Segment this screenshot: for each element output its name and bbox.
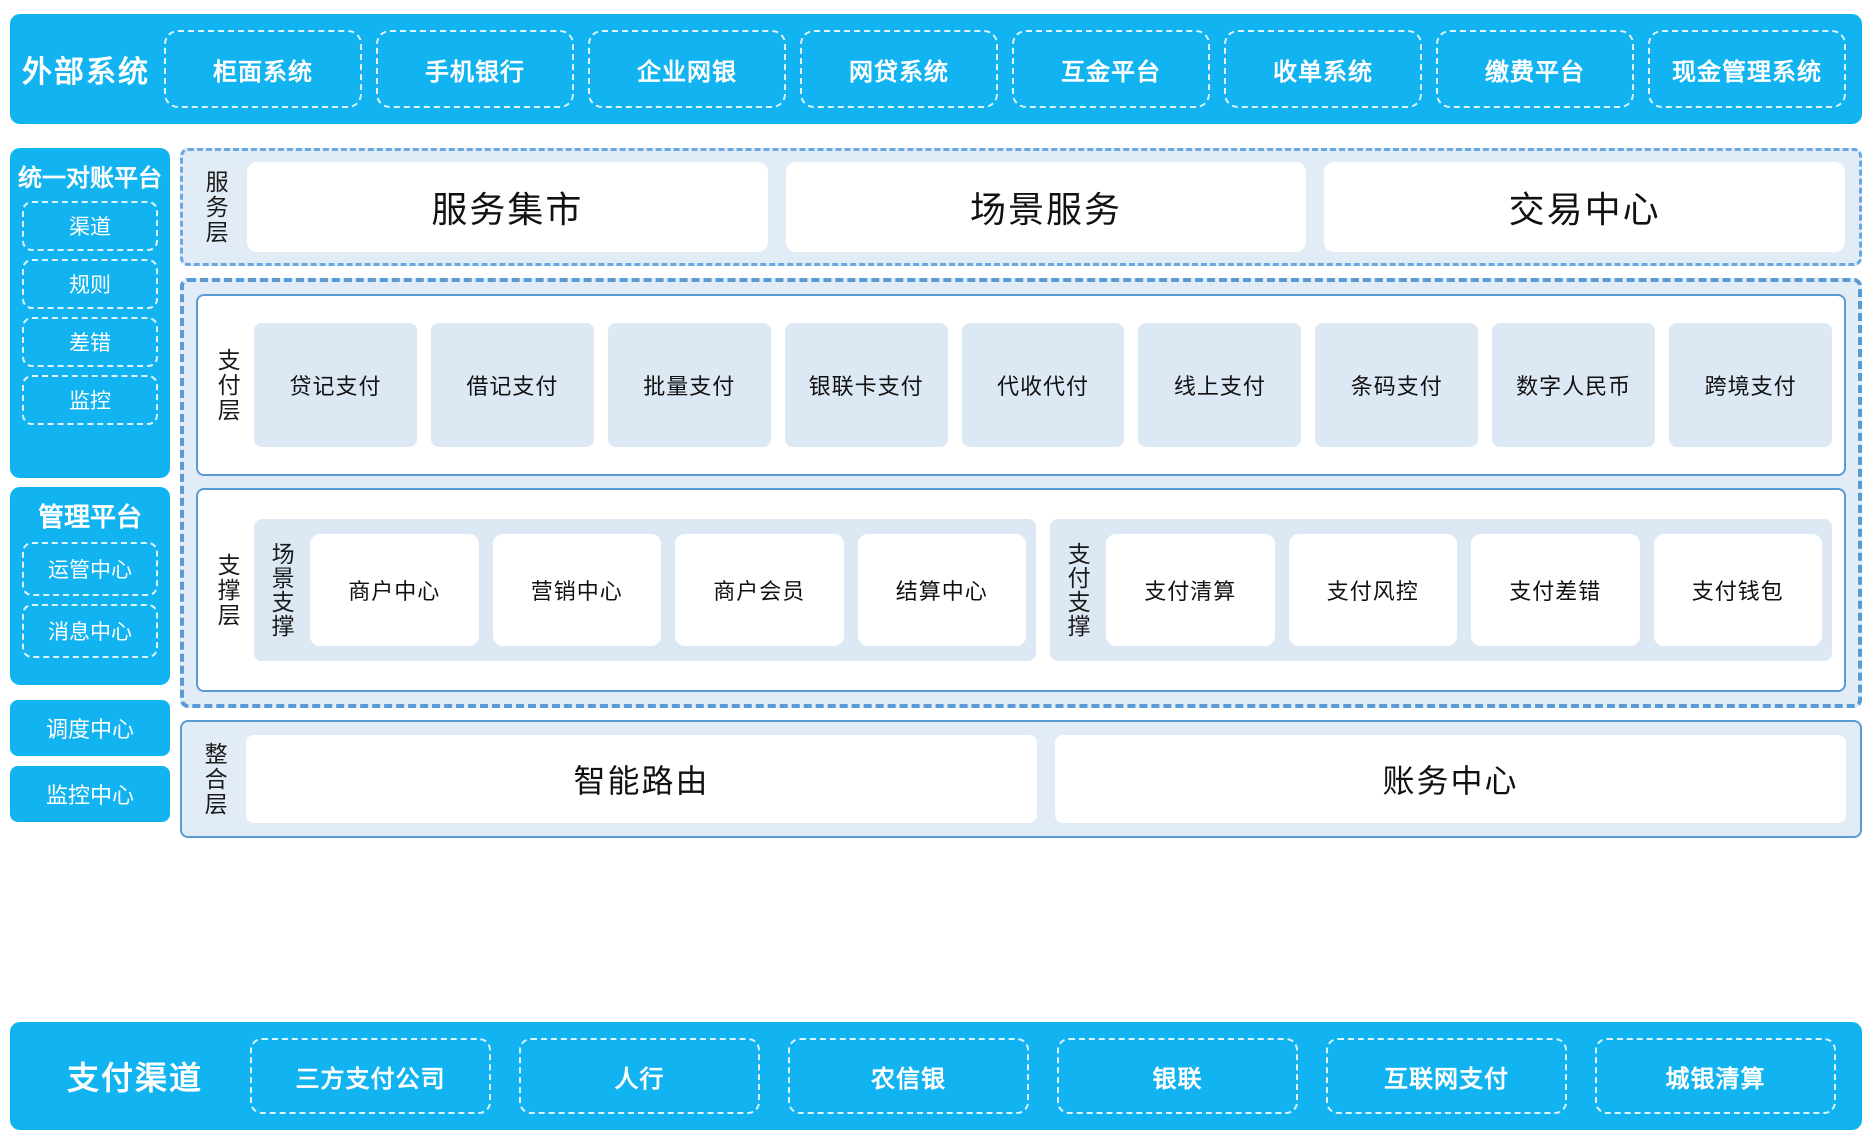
- pay-item-collection-payment[interactable]: 代收代付: [961, 323, 1125, 447]
- external-systems-items: 柜面系统 手机银行 企业网银 网贷系统 互金平台 收单系统 缴费平台 现金管理系…: [156, 14, 1862, 124]
- management-platform-card: 管理平台 运管中心 消息中心: [10, 487, 170, 685]
- payment-channel-items: 三方支付公司 人行 农信银 银联 互联网支付 城银清算: [250, 1022, 1862, 1130]
- support-item-marketing-center[interactable]: 营销中心: [492, 534, 661, 646]
- support-item-merchant-center[interactable]: 商户中心: [310, 534, 479, 646]
- service-layer-panel: 服务层 服务集市 场景服务 交易中心: [180, 148, 1862, 266]
- service-market-card[interactable]: 服务集市: [247, 162, 768, 252]
- service-layer-label: 服务层: [202, 169, 229, 245]
- channel-third-party-payment[interactable]: 三方支付公司: [250, 1038, 491, 1114]
- scheduling-center-card[interactable]: 调度中心: [10, 700, 170, 756]
- channel-internet-payment[interactable]: 互联网支付: [1326, 1038, 1567, 1114]
- external-system-acquiring[interactable]: 收单系统: [1224, 30, 1422, 108]
- monitoring-center-card[interactable]: 监控中心: [10, 766, 170, 822]
- support-layer-panel: 支撑层 场景支撑 商户中心 营销中心 商户会员 结算中心 支付支撑 支付清算: [196, 488, 1846, 692]
- external-system-online-loan[interactable]: 网贷系统: [800, 30, 998, 108]
- scenario-service-card[interactable]: 场景服务: [785, 162, 1307, 252]
- mgmt-item-message-center[interactable]: 消息中心: [22, 604, 158, 658]
- pay-item-unionpay-card[interactable]: 银联卡支付: [784, 323, 948, 447]
- mgmt-item-operations-center[interactable]: 运管中心: [22, 542, 158, 596]
- recon-item-rule[interactable]: 规则: [22, 259, 158, 309]
- service-layer-items: 服务集市 场景服务 交易中心: [247, 162, 1846, 252]
- integration-layer-items: 智能路由 账务中心: [246, 735, 1846, 823]
- support-item-payment-clearing[interactable]: 支付清算: [1106, 534, 1275, 646]
- external-system-bill-payment[interactable]: 缴费平台: [1436, 30, 1634, 108]
- recon-item-exception[interactable]: 差错: [22, 317, 158, 367]
- support-item-settlement-center[interactable]: 结算中心: [857, 534, 1026, 646]
- pay-item-credit-payment[interactable]: 贷记支付: [254, 323, 417, 447]
- management-platform-title: 管理平台: [37, 502, 142, 532]
- scenario-support-label: 场景支撑: [268, 542, 295, 638]
- integration-layer-panel: 整合层 智能路由 账务中心: [180, 720, 1862, 838]
- external-systems-title: 外部系统: [22, 56, 150, 89]
- pay-item-cross-border[interactable]: 跨境支付: [1669, 323, 1833, 447]
- external-system-counter[interactable]: 柜面系统: [164, 30, 362, 108]
- transaction-center-card[interactable]: 交易中心: [1324, 162, 1846, 252]
- external-system-fintech-platform[interactable]: 互金平台: [1012, 30, 1210, 108]
- reconciliation-platform-card: 统一对账平台 渠道 规则 差错 监控: [10, 148, 170, 478]
- payment-layer-items: 贷记支付 借记支付 批量支付 银联卡支付 代收代付 线上支付 条码支付 数字人民…: [254, 323, 1833, 447]
- channel-pboc[interactable]: 人行: [519, 1038, 760, 1114]
- payment-support-group: 支付支撑 支付清算 支付风控 支付差错 支付钱包: [1050, 519, 1832, 661]
- payment-and-support-container: 支付层 贷记支付 借记支付 批量支付 银联卡支付 代收代付 线上支付 条码支付 …: [180, 278, 1862, 708]
- scenario-support-items: 商户中心 营销中心 商户会员 结算中心: [310, 534, 1026, 646]
- recon-item-monitor[interactable]: 监控: [22, 375, 158, 425]
- pay-item-batch-payment[interactable]: 批量支付: [607, 323, 771, 447]
- payment-channel-title: 支付渠道: [66, 1060, 203, 1096]
- support-layer-label: 支撑层: [214, 552, 241, 628]
- pay-item-debit-payment[interactable]: 借记支付: [430, 323, 594, 447]
- payment-support-label: 支付支撑: [1064, 542, 1091, 638]
- support-item-payment-wallet[interactable]: 支付钱包: [1653, 534, 1822, 646]
- payment-channel-bar: 支付渠道 三方支付公司 人行 农信银 银联 互联网支付 城银清算: [10, 1022, 1862, 1130]
- external-system-corporate-ebank[interactable]: 企业网银: [588, 30, 786, 108]
- external-system-cash-management[interactable]: 现金管理系统: [1648, 30, 1846, 108]
- pay-item-digital-rmb[interactable]: 数字人民币: [1492, 323, 1656, 447]
- payment-layer-panel: 支付层 贷记支付 借记支付 批量支付 银联卡支付 代收代付 线上支付 条码支付 …: [196, 294, 1846, 476]
- integration-layer-label: 整合层: [201, 741, 228, 817]
- scenario-support-group: 场景支撑 商户中心 营销中心 商户会员 结算中心: [254, 519, 1036, 661]
- support-item-merchant-member[interactable]: 商户会员: [675, 534, 844, 646]
- pay-item-online-payment[interactable]: 线上支付: [1138, 323, 1302, 447]
- pay-item-barcode-payment[interactable]: 条码支付: [1315, 323, 1479, 447]
- payment-layer-label: 支付层: [214, 347, 241, 423]
- support-item-payment-exception[interactable]: 支付差错: [1471, 534, 1640, 646]
- payment-support-items: 支付清算 支付风控 支付差错 支付钱包: [1106, 534, 1822, 646]
- smart-routing-card[interactable]: 智能路由: [246, 735, 1037, 823]
- reconciliation-platform-title: 统一对账平台: [18, 165, 162, 192]
- external-system-mobile-bank[interactable]: 手机银行: [376, 30, 574, 108]
- external-systems-bar: 外部系统 柜面系统 手机银行 企业网银 网贷系统 互金平台 收单系统 缴费平台 …: [10, 14, 1862, 124]
- channel-rcc-bank[interactable]: 农信银: [788, 1038, 1029, 1114]
- channel-city-bank-clearing[interactable]: 城银清算: [1595, 1038, 1836, 1114]
- support-layer-groups: 场景支撑 商户中心 营销中心 商户会员 结算中心 支付支撑 支付清算 支付风控 …: [254, 519, 1832, 661]
- recon-item-channel[interactable]: 渠道: [22, 201, 158, 251]
- channel-unionpay[interactable]: 银联: [1057, 1038, 1298, 1114]
- support-item-payment-risk-control[interactable]: 支付风控: [1288, 534, 1457, 646]
- accounting-center-card[interactable]: 账务中心: [1055, 735, 1846, 823]
